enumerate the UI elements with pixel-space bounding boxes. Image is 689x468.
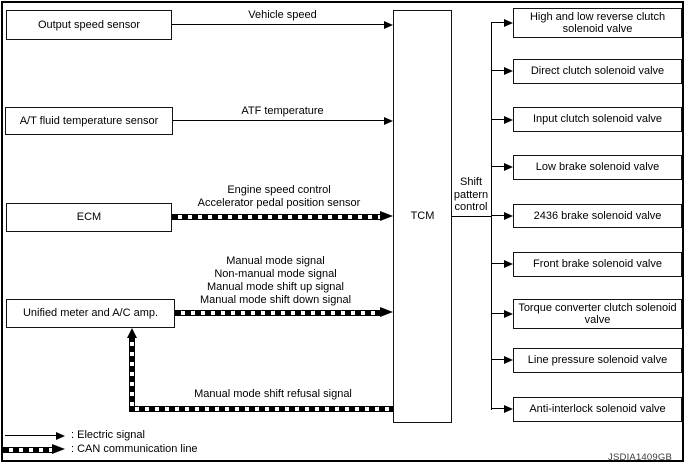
arrowhead-up-icon — [127, 328, 137, 338]
node-front-brake-solenoid-valve: Front brake solenoid valve — [513, 252, 682, 277]
node-anti-interlock-solenoid-valve: Anti-interlock solenoid valve — [513, 397, 682, 422]
branch-line — [492, 70, 504, 71]
node-label: Anti-interlock solenoid valve — [529, 403, 666, 416]
node-label: Input clutch solenoid valve — [532, 113, 663, 126]
node-input-clutch-solenoid-valve: Input clutch solenoid valve — [513, 107, 682, 132]
arrowhead-right-icon — [504, 163, 513, 171]
node-direct-clutch-solenoid-valve: Direct clutch solenoid valve — [513, 59, 682, 84]
arrowhead-right-icon — [504, 405, 513, 413]
arrowhead-right-icon — [56, 432, 65, 440]
node-tcm: TCM — [393, 10, 452, 423]
node-label: Unified meter and A/C amp. — [22, 307, 159, 320]
branch-line — [492, 22, 504, 23]
node-at-fluid-temperature-sensor: A/T fluid temperature sensor — [5, 107, 173, 135]
branch-line — [492, 119, 504, 120]
signal-label-line: Manual mode signal — [226, 255, 325, 267]
shift-pattern-line: pattern — [453, 188, 489, 201]
arrowhead-right-icon — [52, 444, 65, 454]
node-low-brake-solenoid-valve: Low brake solenoid valve — [513, 155, 682, 180]
legend-electric-label: : Electric signal — [71, 429, 145, 441]
node-output-speed-sensor: Output speed sensor — [6, 10, 172, 40]
signal-label-atf-temperature: ATF temperature — [241, 105, 324, 117]
node-label: Line pressure solenoid valve — [527, 354, 668, 367]
branch-line — [492, 166, 504, 167]
node-unified-meter-ac-amp: Unified meter and A/C amp. — [6, 299, 175, 328]
diagram-border — [1, 1, 684, 462]
node-label: A/T fluid temperature sensor — [19, 114, 159, 127]
node-label: Front brake solenoid valve — [532, 258, 662, 271]
node-label: ECM — [76, 211, 102, 224]
arrowhead-right-icon — [380, 307, 393, 317]
branch-line — [492, 263, 504, 264]
arrowhead-right-icon — [504, 19, 513, 27]
node-label: Direct clutch solenoid valve — [530, 65, 665, 78]
arrowhead-right-icon — [504, 310, 513, 318]
branch-line — [492, 215, 504, 216]
arrowhead-right-icon — [384, 21, 393, 29]
signal-label-line: Accelerator pedal position sensor — [197, 197, 361, 209]
signal-label-ecm: Engine speed control Accelerator pedal p… — [168, 184, 390, 210]
signal-label-refusal: Manual mode shift refusal signal — [194, 388, 352, 400]
arrowhead-right-icon — [504, 212, 513, 220]
node-label: Output speed sensor — [37, 18, 141, 31]
shift-pattern-control-label: Shift pattern control — [448, 176, 494, 214]
can-line-refusal-vertical — [129, 337, 135, 412]
signal-label-manual-mode: Manual mode signal Non-manual mode signa… — [163, 255, 388, 307]
signal-label-line: Manual mode shift up signal — [207, 281, 344, 293]
tcm-output-line — [452, 216, 491, 217]
signal-label-line: Non-manual mode signal — [214, 268, 337, 280]
arrowhead-right-icon — [504, 67, 513, 75]
signal-label-line: Manual mode shift down signal — [199, 294, 352, 306]
arrowhead-right-icon — [380, 211, 393, 221]
branch-line — [492, 359, 504, 360]
arrowhead-right-icon — [384, 117, 393, 125]
branch-line — [492, 313, 504, 314]
electric-line-atf-temperature — [173, 120, 384, 121]
can-line-refusal-horizontal — [129, 406, 393, 412]
signal-label-line: Engine speed control — [227, 184, 331, 196]
node-label: 2436 brake solenoid valve — [533, 209, 662, 222]
node-high-low-reverse-clutch-solenoid-valve: High and low reverse clutch solenoid val… — [513, 8, 682, 38]
shift-pattern-line: Shift — [459, 176, 482, 188]
shift-pattern-line: control — [454, 201, 488, 213]
arrowhead-right-icon — [504, 116, 513, 124]
node-2436-brake-solenoid-valve: 2436 brake solenoid valve — [513, 204, 682, 228]
node-label: Torque converter clutch solenoid valve — [518, 301, 677, 327]
branch-line — [492, 408, 504, 409]
can-line-manual-mode — [175, 310, 380, 316]
distribution-rail — [491, 22, 492, 410]
node-label: TCM — [410, 210, 435, 223]
legend-electric-line-icon — [5, 435, 56, 436]
node-label: Low brake solenoid valve — [535, 161, 660, 174]
signal-label-vehicle-speed: Vehicle speed — [248, 9, 317, 21]
legend-can-label: : CAN communication line — [71, 443, 198, 455]
electric-line-vehicle-speed — [172, 24, 384, 25]
arrowhead-right-icon — [504, 260, 513, 268]
can-line-ecm — [172, 214, 380, 220]
node-label: High and low reverse clutch solenoid val… — [529, 10, 666, 36]
node-torque-converter-clutch-solenoid-valve: Torque converter clutch solenoid valve — [513, 299, 682, 329]
arrowhead-right-icon — [504, 356, 513, 364]
node-ecm: ECM — [6, 203, 172, 232]
legend-can-line-icon — [3, 447, 52, 453]
figure-code: JSDIA1409GB — [608, 452, 672, 463]
node-line-pressure-solenoid-valve: Line pressure solenoid valve — [513, 348, 682, 373]
